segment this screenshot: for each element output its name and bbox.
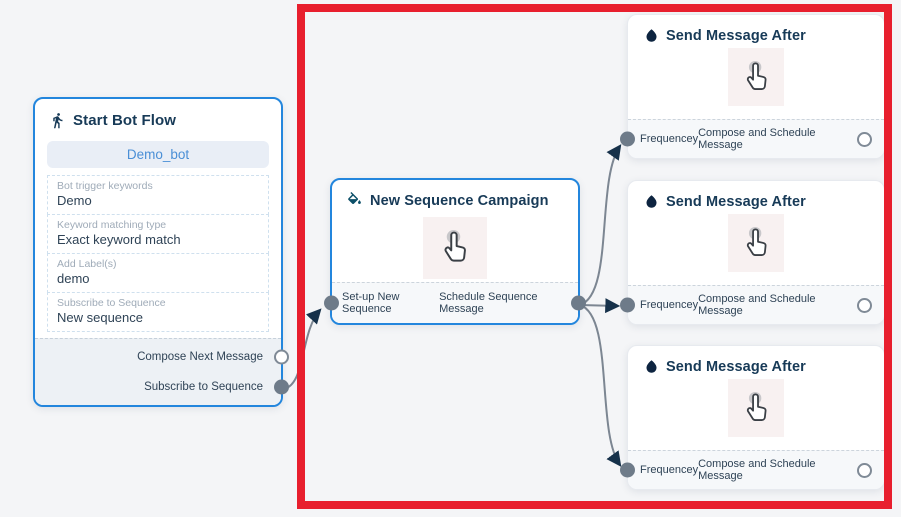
water-drop-icon bbox=[646, 360, 657, 373]
compose-schedule-group: Compose and Schedule Message bbox=[698, 293, 872, 317]
frequency-input-port[interactable] bbox=[620, 297, 635, 313]
start-node-fields: Bot trigger keywords Demo Keyword matchi… bbox=[47, 175, 269, 332]
hand-pointer-icon bbox=[444, 230, 466, 262]
campaign-input-port[interactable] bbox=[324, 295, 339, 311]
field-label: Subscribe to Sequence bbox=[57, 297, 166, 309]
field-subscribe-to-sequence[interactable]: Subscribe to Sequence New sequence bbox=[47, 292, 269, 332]
send-node-footer: Frequencey Compose and Schedule Message bbox=[620, 450, 884, 489]
field-keyword-matching-type[interactable]: Keyword matching type Exact keyword matc… bbox=[47, 214, 269, 254]
campaign-node-footer: Set-up New Sequence Schedule Sequence Me… bbox=[324, 282, 586, 323]
field-label: Bot trigger keywords bbox=[57, 180, 153, 192]
wire-campaign-to-send-1 bbox=[579, 144, 622, 306]
field-value: New sequence bbox=[57, 310, 143, 325]
water-drop-icon bbox=[646, 29, 657, 42]
compose-schedule-label[interactable]: Compose and Schedule Message bbox=[698, 127, 816, 151]
setup-new-sequence-label[interactable]: Set-up New Sequence bbox=[342, 291, 400, 315]
schedule-sequence-message-label[interactable]: Schedule Sequence Message bbox=[439, 291, 538, 315]
tap-hand-cursor-icon[interactable] bbox=[728, 214, 784, 272]
compose-output-port[interactable] bbox=[857, 131, 872, 147]
new-sequence-campaign-node[interactable]: New Sequence Campaign Set-up New Sequenc… bbox=[324, 178, 586, 325]
compose-output-port[interactable] bbox=[857, 462, 872, 478]
send-node-header: Send Message After bbox=[628, 15, 884, 48]
start-node-footer: Compose Next Message Subscribe to Sequen… bbox=[35, 338, 289, 405]
frequency-label[interactable]: Frequencey bbox=[640, 133, 699, 145]
output-label: Compose Next Message bbox=[137, 351, 263, 364]
output-compose-next-message: Compose Next Message bbox=[35, 346, 289, 368]
walking-person-icon bbox=[53, 113, 63, 129]
campaign-output-port[interactable] bbox=[571, 295, 586, 311]
water-drop-icon bbox=[646, 195, 657, 208]
tap-hand-cursor-icon[interactable] bbox=[728, 48, 784, 106]
campaign-node-header: New Sequence Campaign bbox=[332, 180, 578, 213]
bot-name-button[interactable]: Demo_bot bbox=[47, 141, 269, 168]
tap-hand-cursor-icon[interactable] bbox=[728, 379, 784, 437]
start-bot-flow-node[interactable]: Start Bot Flow Demo_bot Bot trigger keyw… bbox=[33, 97, 289, 407]
output-port-connected[interactable] bbox=[274, 379, 289, 395]
frequency-input-port[interactable] bbox=[620, 131, 635, 147]
paint-bucket-icon bbox=[348, 192, 361, 205]
compose-schedule-group: Compose and Schedule Message bbox=[698, 127, 872, 151]
field-bot-trigger-keywords[interactable]: Bot trigger keywords Demo bbox=[47, 175, 269, 215]
send-node-footer: Frequencey Compose and Schedule Message bbox=[620, 119, 884, 158]
compose-schedule-label[interactable]: Compose and Schedule Message bbox=[698, 293, 816, 317]
send-message-after-node-1[interactable]: Send Message After Frequencey Compose an… bbox=[620, 14, 885, 159]
send-message-after-node-3[interactable]: Send Message After Frequencey Compose an… bbox=[620, 345, 885, 490]
compose-output-port[interactable] bbox=[857, 297, 872, 313]
output-port-open[interactable] bbox=[274, 349, 289, 365]
field-value: Demo bbox=[57, 193, 92, 208]
wire-start-to-campaign bbox=[282, 308, 322, 390]
hand-pointer-icon bbox=[746, 60, 766, 90]
send-node-title: Send Message After bbox=[666, 193, 806, 210]
frequency-label[interactable]: Frequencey bbox=[640, 464, 699, 476]
start-node-title: Start Bot Flow bbox=[73, 112, 177, 129]
compose-schedule-group: Compose and Schedule Message bbox=[698, 458, 872, 482]
send-message-after-node-2[interactable]: Send Message After Frequencey Compose an… bbox=[620, 180, 885, 325]
compose-schedule-label[interactable]: Compose and Schedule Message bbox=[698, 458, 816, 482]
tap-hand-cursor-icon[interactable] bbox=[423, 217, 487, 279]
send-node-header: Send Message After bbox=[628, 346, 884, 379]
field-add-labels[interactable]: Add Label(s) demo bbox=[47, 253, 269, 293]
field-value: demo bbox=[57, 271, 90, 286]
send-node-footer: Frequencey Compose and Schedule Message bbox=[620, 285, 884, 324]
send-node-title: Send Message After bbox=[666, 27, 806, 44]
output-label: Subscribe to Sequence bbox=[144, 380, 263, 393]
field-label: Add Label(s) bbox=[57, 258, 117, 270]
field-label: Keyword matching type bbox=[57, 219, 167, 231]
frequency-label[interactable]: Frequencey bbox=[640, 299, 699, 311]
field-value: Exact keyword match bbox=[57, 232, 181, 247]
send-node-header: Send Message After bbox=[628, 181, 884, 214]
campaign-node-title: New Sequence Campaign bbox=[370, 192, 549, 209]
hand-pointer-icon bbox=[746, 226, 766, 256]
output-subscribe-to-sequence: Subscribe to Sequence bbox=[35, 376, 289, 398]
start-node-header: Start Bot Flow bbox=[35, 99, 281, 135]
send-node-title: Send Message After bbox=[666, 358, 806, 375]
hand-pointer-icon bbox=[746, 391, 766, 421]
wire-campaign-to-send-3 bbox=[579, 304, 622, 467]
frequency-input-port[interactable] bbox=[620, 462, 635, 478]
